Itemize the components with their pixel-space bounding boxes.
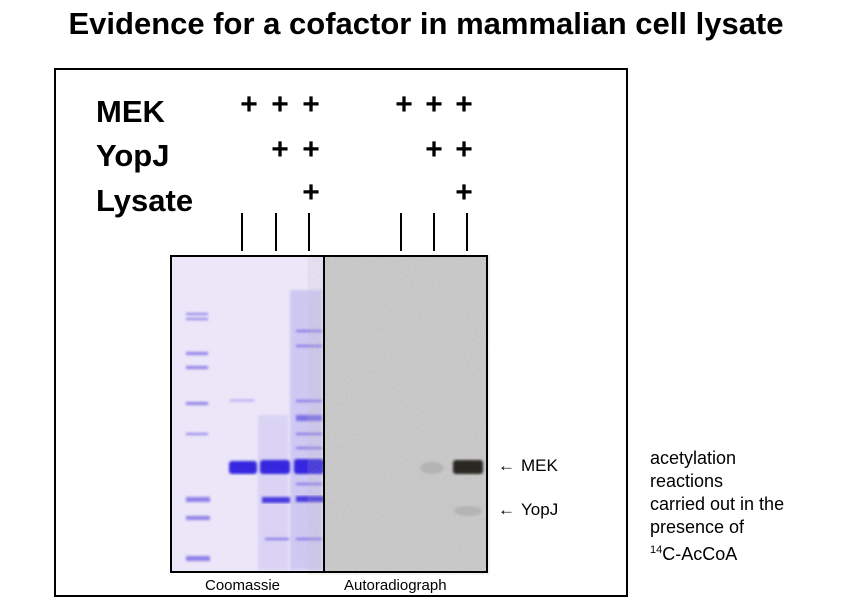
plus-mek-lane3: + [302, 88, 320, 121]
note-line: presence of [650, 517, 745, 537]
yopj-band-label: ← YopJ [498, 500, 558, 520]
note-line: 14C-AcCoA [650, 539, 784, 566]
lane-marker [433, 213, 435, 251]
coomassie-panel [172, 257, 324, 571]
left-arrow-icon: ← [498, 456, 515, 475]
plus-mek-lane2: + [271, 88, 289, 121]
plus-yopj-lane3: + [302, 133, 320, 166]
experiment-note: acetylation reactions carried out in the… [650, 447, 784, 566]
row-label-yopj: YopJ [96, 138, 170, 173]
lane-marker [241, 213, 243, 251]
compound-name: C-AcCoA [662, 544, 738, 564]
caption-autoradiograph: Autoradiograph [344, 577, 447, 594]
lysate-bands [230, 330, 322, 540]
autoradiograph-panel [324, 257, 486, 571]
mek-band-autoradiograph [453, 460, 483, 474]
lane-marker [400, 213, 402, 251]
plus-mek-lane5: + [425, 88, 443, 121]
row-label-mek: MEK [96, 94, 165, 129]
isotope-superscript: 14 [650, 544, 663, 556]
lane-marker [308, 213, 310, 251]
plus-mek-lane1: + [240, 88, 258, 121]
lane-marker [466, 213, 468, 251]
plus-yopj-lane6: + [455, 133, 473, 166]
gel-image [170, 255, 488, 573]
plus-mek-lane4: + [395, 88, 413, 121]
figure-frame [54, 68, 628, 597]
row-label-lysate: Lysate [96, 183, 194, 218]
slide-title: Evidence for a cofactor in mammalian cel… [68, 6, 784, 41]
note-line: reactions [650, 471, 724, 491]
lane-marker [275, 213, 277, 251]
plus-yopj-lane2: + [271, 133, 289, 166]
mek-label-text: MEK [521, 456, 558, 475]
plus-lysate-lane3: + [302, 176, 320, 209]
left-arrow-icon: ← [498, 500, 515, 519]
note-line: carried out in the [650, 494, 785, 514]
ladder-bands [186, 313, 210, 561]
plus-lysate-lane6: + [455, 176, 473, 209]
mek-bands-coomassie [229, 459, 324, 474]
yopj-bands-coomassie [262, 496, 324, 503]
yopj-label-text: YopJ [521, 500, 559, 519]
plus-yopj-lane5: + [425, 133, 443, 166]
plus-mek-lane6: + [455, 88, 473, 121]
note-line: acetylation [650, 448, 737, 468]
caption-coomassie: Coomassie [205, 577, 281, 594]
mek-band-label: ← MEK [498, 456, 558, 476]
